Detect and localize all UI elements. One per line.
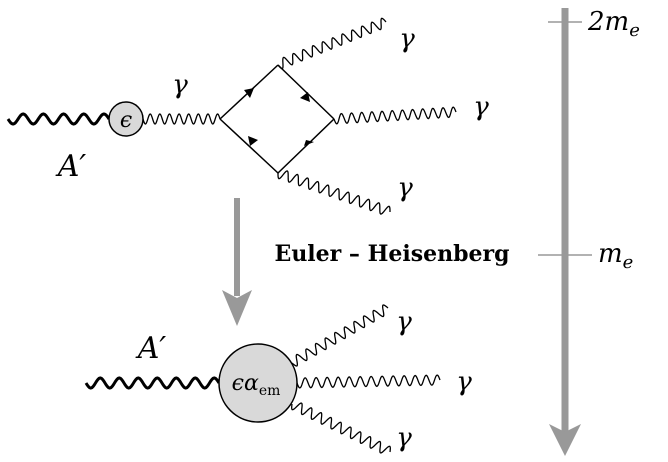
outgoing-photon-label: γ	[456, 367, 472, 397]
down-arrow-icon	[549, 424, 581, 456]
fermion-box-loop	[219, 64, 335, 174]
fermion-line	[219, 118, 279, 174]
transition-arrow	[222, 198, 252, 326]
fermion-arrow-icon	[244, 88, 254, 98]
epsilon-label: ϵ	[120, 108, 132, 133]
internal-photon-line	[142, 113, 221, 125]
middle-energy-label: me	[598, 239, 633, 273]
fermion-arrow-icon	[248, 136, 258, 146]
euler-heisenberg-label: Euler – Heisenberg	[275, 241, 510, 267]
dark-photon-line-bottom	[84, 376, 221, 390]
outgoing-photon-line	[296, 374, 441, 389]
fermion-line	[277, 118, 335, 174]
dark-photon-label-top: A′	[55, 149, 87, 184]
outgoing-photon-line	[291, 402, 391, 454]
outgoing-photon-line	[277, 17, 387, 70]
outgoing-photon-line	[277, 170, 391, 215]
fermion-arrow-icon	[304, 140, 314, 146]
outgoing-photon-label: γ	[396, 423, 412, 453]
dark-photon-label-bottom: A′	[135, 331, 167, 366]
outgoing-photon-line	[291, 304, 389, 367]
outgoing-photon-line	[333, 106, 457, 125]
effective-coupling-label: ϵαem	[232, 371, 281, 399]
outgoing-photon-label: γ	[473, 92, 489, 122]
internal-photon-label: γ	[172, 70, 188, 100]
down-arrow-icon	[222, 290, 252, 326]
bottom-diagram: ϵαem γ γ γ A′	[84, 304, 472, 454]
energy-scale: 2me me	[538, 7, 640, 456]
outgoing-photon-label: γ	[399, 24, 415, 54]
upper-energy-label: 2me	[587, 7, 640, 41]
fermion-line	[277, 64, 335, 120]
outgoing-photon-label: γ	[396, 307, 412, 337]
dark-photon-line-top	[6, 112, 111, 126]
top-diagram: ϵ γ γ γ γ A′	[6, 17, 489, 215]
outgoing-photon-label: γ	[397, 173, 413, 203]
fermion-arrow-icon	[300, 92, 310, 102]
